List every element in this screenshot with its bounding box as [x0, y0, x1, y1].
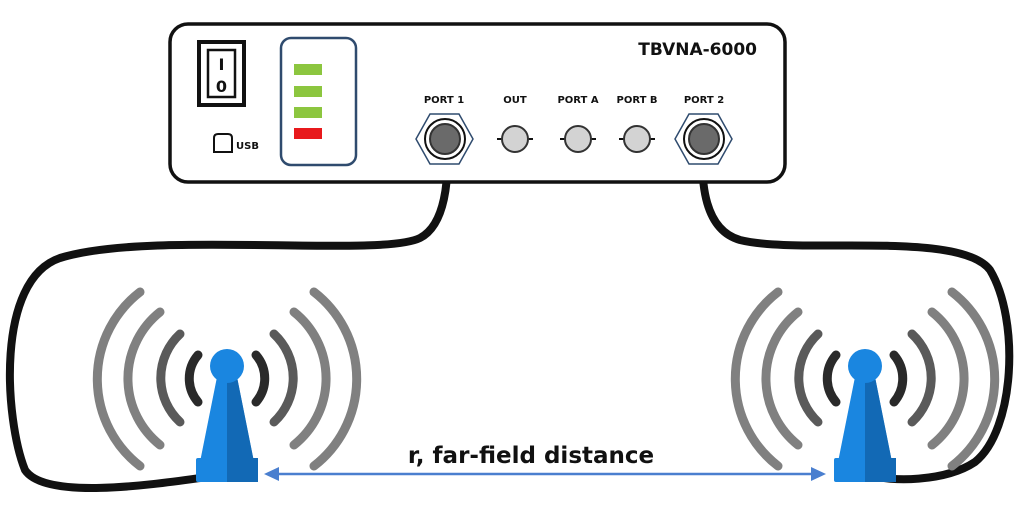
led-indicator-panel — [279, 36, 358, 167]
usb-port[interactable]: USB — [213, 133, 259, 153]
cable-port1 — [5, 136, 452, 492]
port1-connector[interactable] — [415, 113, 474, 165]
port-b-connector[interactable] — [619, 125, 655, 153]
antenna-right-icon — [834, 349, 896, 482]
port-a-label: PORT A — [557, 95, 598, 106]
antenna-left — [92, 287, 362, 482]
distance-arrow — [264, 467, 826, 481]
radio-waves-right-icon — [730, 287, 1000, 471]
device-model-label: TBVNA-6000 — [638, 40, 757, 60]
power-switch-off-label: 0 — [216, 77, 227, 96]
radio-waves-left-icon — [92, 287, 362, 471]
port2-connector[interactable] — [674, 113, 733, 165]
led-4 — [294, 128, 322, 139]
power-switch-on-label: I — [219, 55, 225, 74]
power-switch[interactable]: I 0 — [197, 40, 246, 107]
port2-label: PORT 2 — [684, 95, 724, 106]
port1-label: PORT 1 — [424, 95, 464, 106]
usb-icon — [213, 133, 233, 153]
out-connector[interactable] — [497, 125, 533, 153]
port-a-connector[interactable] — [560, 125, 596, 153]
port-b-label: PORT B — [616, 95, 657, 106]
antenna-left-icon — [196, 349, 258, 482]
vna-device: TBVNA-6000 I 0 USB PORT 1 OUT PORT A POR… — [168, 22, 787, 184]
led-1 — [294, 64, 322, 75]
out-label: OUT — [503, 95, 527, 106]
led-3 — [294, 107, 322, 118]
distance-label: r, far-field distance — [408, 443, 654, 469]
led-2 — [294, 86, 322, 97]
antenna-right — [730, 287, 1000, 482]
usb-label: USB — [236, 141, 259, 152]
cable-port2 — [698, 136, 1014, 484]
